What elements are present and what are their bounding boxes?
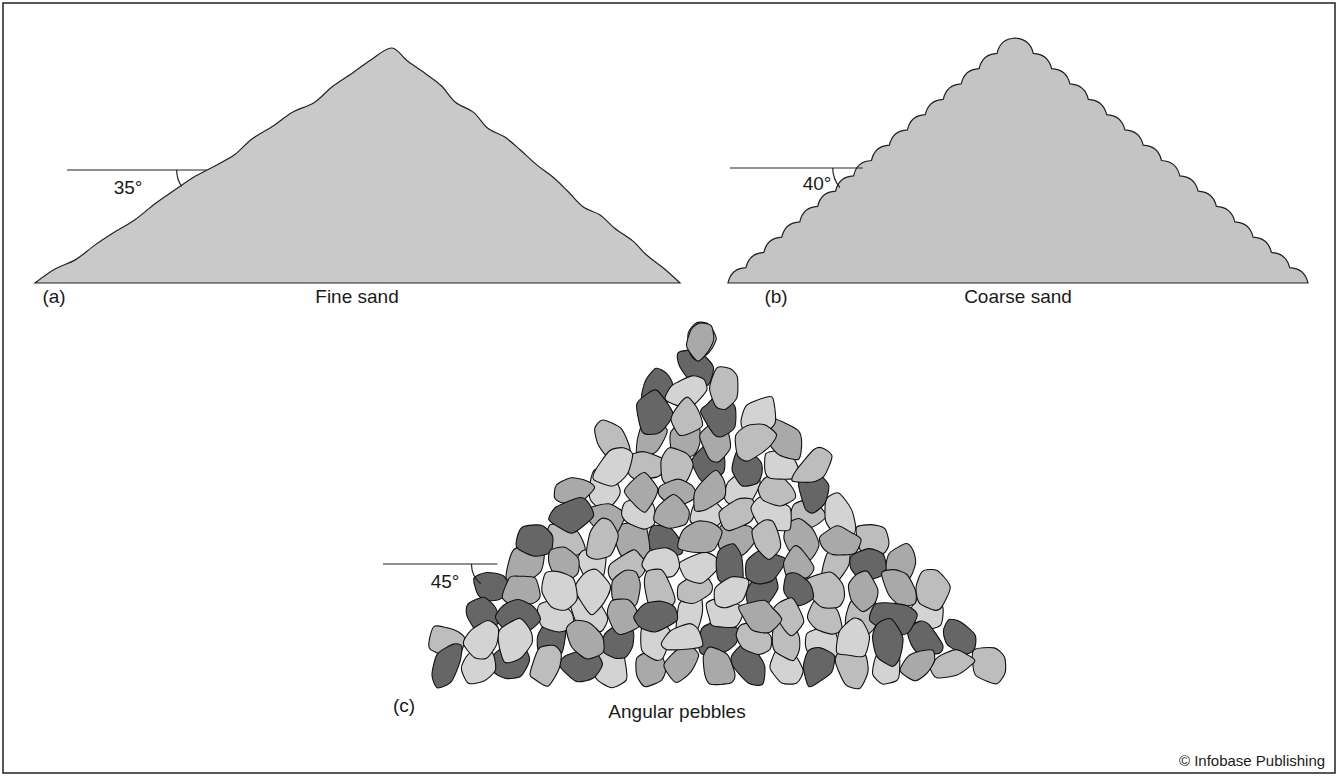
pebble bbox=[719, 498, 755, 530]
panel-letter: (a) bbox=[42, 287, 65, 308]
pebble bbox=[463, 621, 498, 660]
pebble bbox=[654, 495, 690, 529]
pebble bbox=[738, 600, 781, 633]
angle-arc bbox=[833, 168, 840, 188]
pebble bbox=[432, 644, 462, 688]
pebble bbox=[900, 650, 935, 681]
pebble bbox=[819, 526, 861, 555]
pebble bbox=[530, 645, 561, 686]
horizontal-reference-line bbox=[730, 167, 863, 168]
pebble bbox=[637, 390, 673, 435]
material-caption: Coarse sand bbox=[964, 287, 1072, 308]
pebble bbox=[873, 619, 903, 667]
pebble bbox=[566, 620, 604, 659]
fine-sand-pile bbox=[35, 48, 680, 283]
pebble bbox=[593, 448, 633, 486]
horizontal-reference-line bbox=[67, 169, 207, 170]
pebble bbox=[687, 323, 714, 361]
pebble bbox=[678, 521, 722, 553]
pebble bbox=[624, 472, 658, 512]
panel-letter: (c) bbox=[393, 696, 415, 717]
pebble bbox=[836, 618, 869, 657]
pebble bbox=[943, 619, 975, 654]
pebble bbox=[803, 648, 834, 687]
figure-frame bbox=[3, 3, 1335, 773]
pebble bbox=[679, 552, 720, 583]
pebble bbox=[498, 618, 532, 662]
pebble bbox=[972, 648, 1005, 684]
material-caption: Angular pebbles bbox=[608, 702, 745, 723]
coarse-sand-pile bbox=[728, 38, 1308, 283]
pebble bbox=[848, 571, 878, 612]
copyright-notice: © Infobase Publishing bbox=[1179, 753, 1325, 770]
pebble bbox=[752, 520, 781, 560]
pebble bbox=[735, 424, 776, 461]
pebble bbox=[703, 647, 735, 685]
pebble bbox=[549, 498, 594, 534]
angle-arc bbox=[471, 564, 480, 584]
pebble bbox=[542, 571, 577, 610]
pebble bbox=[792, 447, 832, 482]
pebble bbox=[882, 570, 917, 607]
pebble bbox=[586, 518, 618, 559]
pebble bbox=[671, 397, 703, 435]
pebble bbox=[664, 646, 699, 683]
horizontal-reference-line bbox=[383, 563, 497, 564]
pebble bbox=[661, 624, 703, 650]
pebble-pile bbox=[429, 322, 1006, 689]
pebble bbox=[694, 470, 726, 511]
angle-label: 35° bbox=[114, 178, 143, 199]
pebble bbox=[714, 577, 749, 608]
angle-arc bbox=[177, 170, 182, 187]
panel-letter: (b) bbox=[764, 287, 787, 308]
angle-label: 40° bbox=[803, 174, 832, 195]
pebble bbox=[575, 569, 611, 615]
pebble bbox=[516, 525, 553, 556]
pebble bbox=[710, 367, 738, 410]
angle-label: 45° bbox=[431, 572, 460, 593]
pebble bbox=[916, 569, 950, 610]
material-caption: Fine sand bbox=[315, 287, 398, 308]
pebble bbox=[634, 601, 678, 632]
